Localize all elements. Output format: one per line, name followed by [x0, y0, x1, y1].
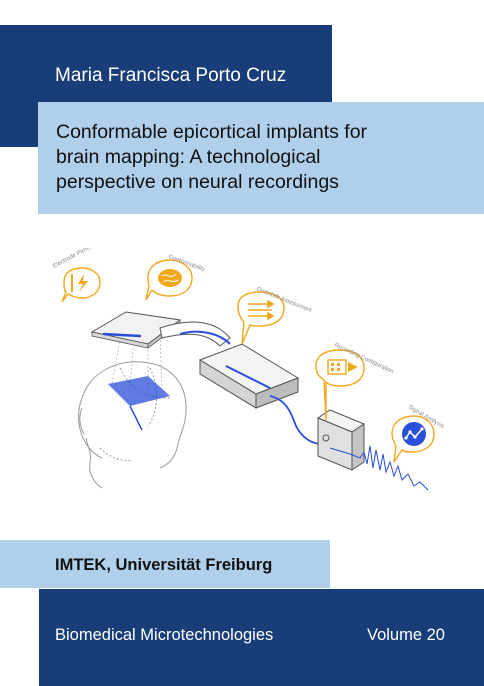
electrode-patch — [108, 376, 170, 431]
callout-recording-config: Recording Configuration — [315, 342, 394, 421]
series-band — [39, 589, 484, 686]
callout-crosstalk: Crosstalk Assessment — [237, 286, 313, 345]
cover-illustration: Electrode Performance Conformability Cro… — [52, 248, 445, 491]
title-line: perspective on neural recordings — [56, 171, 339, 193]
callout-electrode-performance: Electrode Performance — [52, 248, 110, 303]
callout-conformability: Conformability — [145, 254, 205, 301]
ribbon-cable — [159, 321, 231, 347]
callout-signal-analysis: Signal Analysis — [391, 405, 445, 463]
book-title: Conformable epicortical implants for bra… — [56, 120, 484, 195]
label-electrode-performance: Electrode Performance — [52, 248, 110, 270]
author-name: Maria Francisca Porto Cruz — [55, 65, 287, 86]
head-outline — [78, 361, 187, 489]
cable — [269, 395, 323, 445]
lightning-icon — [71, 274, 88, 292]
signal-analysis-icon — [402, 422, 426, 446]
brain-icon — [158, 269, 182, 287]
title-line: Conformable epicortical implants for — [56, 121, 368, 143]
implant-plate — [90, 311, 182, 349]
institute-name: IMTEK, Universität Freiburg — [55, 556, 273, 574]
institute-band — [0, 540, 330, 588]
amplifier-box — [316, 409, 366, 471]
title-line: brain mapping: A technological — [56, 146, 321, 168]
recording-config-icon — [327, 359, 358, 375]
connector-box — [198, 343, 300, 409]
title-box: Conformable epicortical implants for bra… — [38, 102, 484, 214]
series-name: Biomedical Microtechnologies — [55, 626, 274, 644]
signal-trace — [329, 445, 429, 491]
volume-number: Volume 20 — [367, 626, 445, 644]
crosstalk-arrows-icon — [248, 299, 275, 321]
